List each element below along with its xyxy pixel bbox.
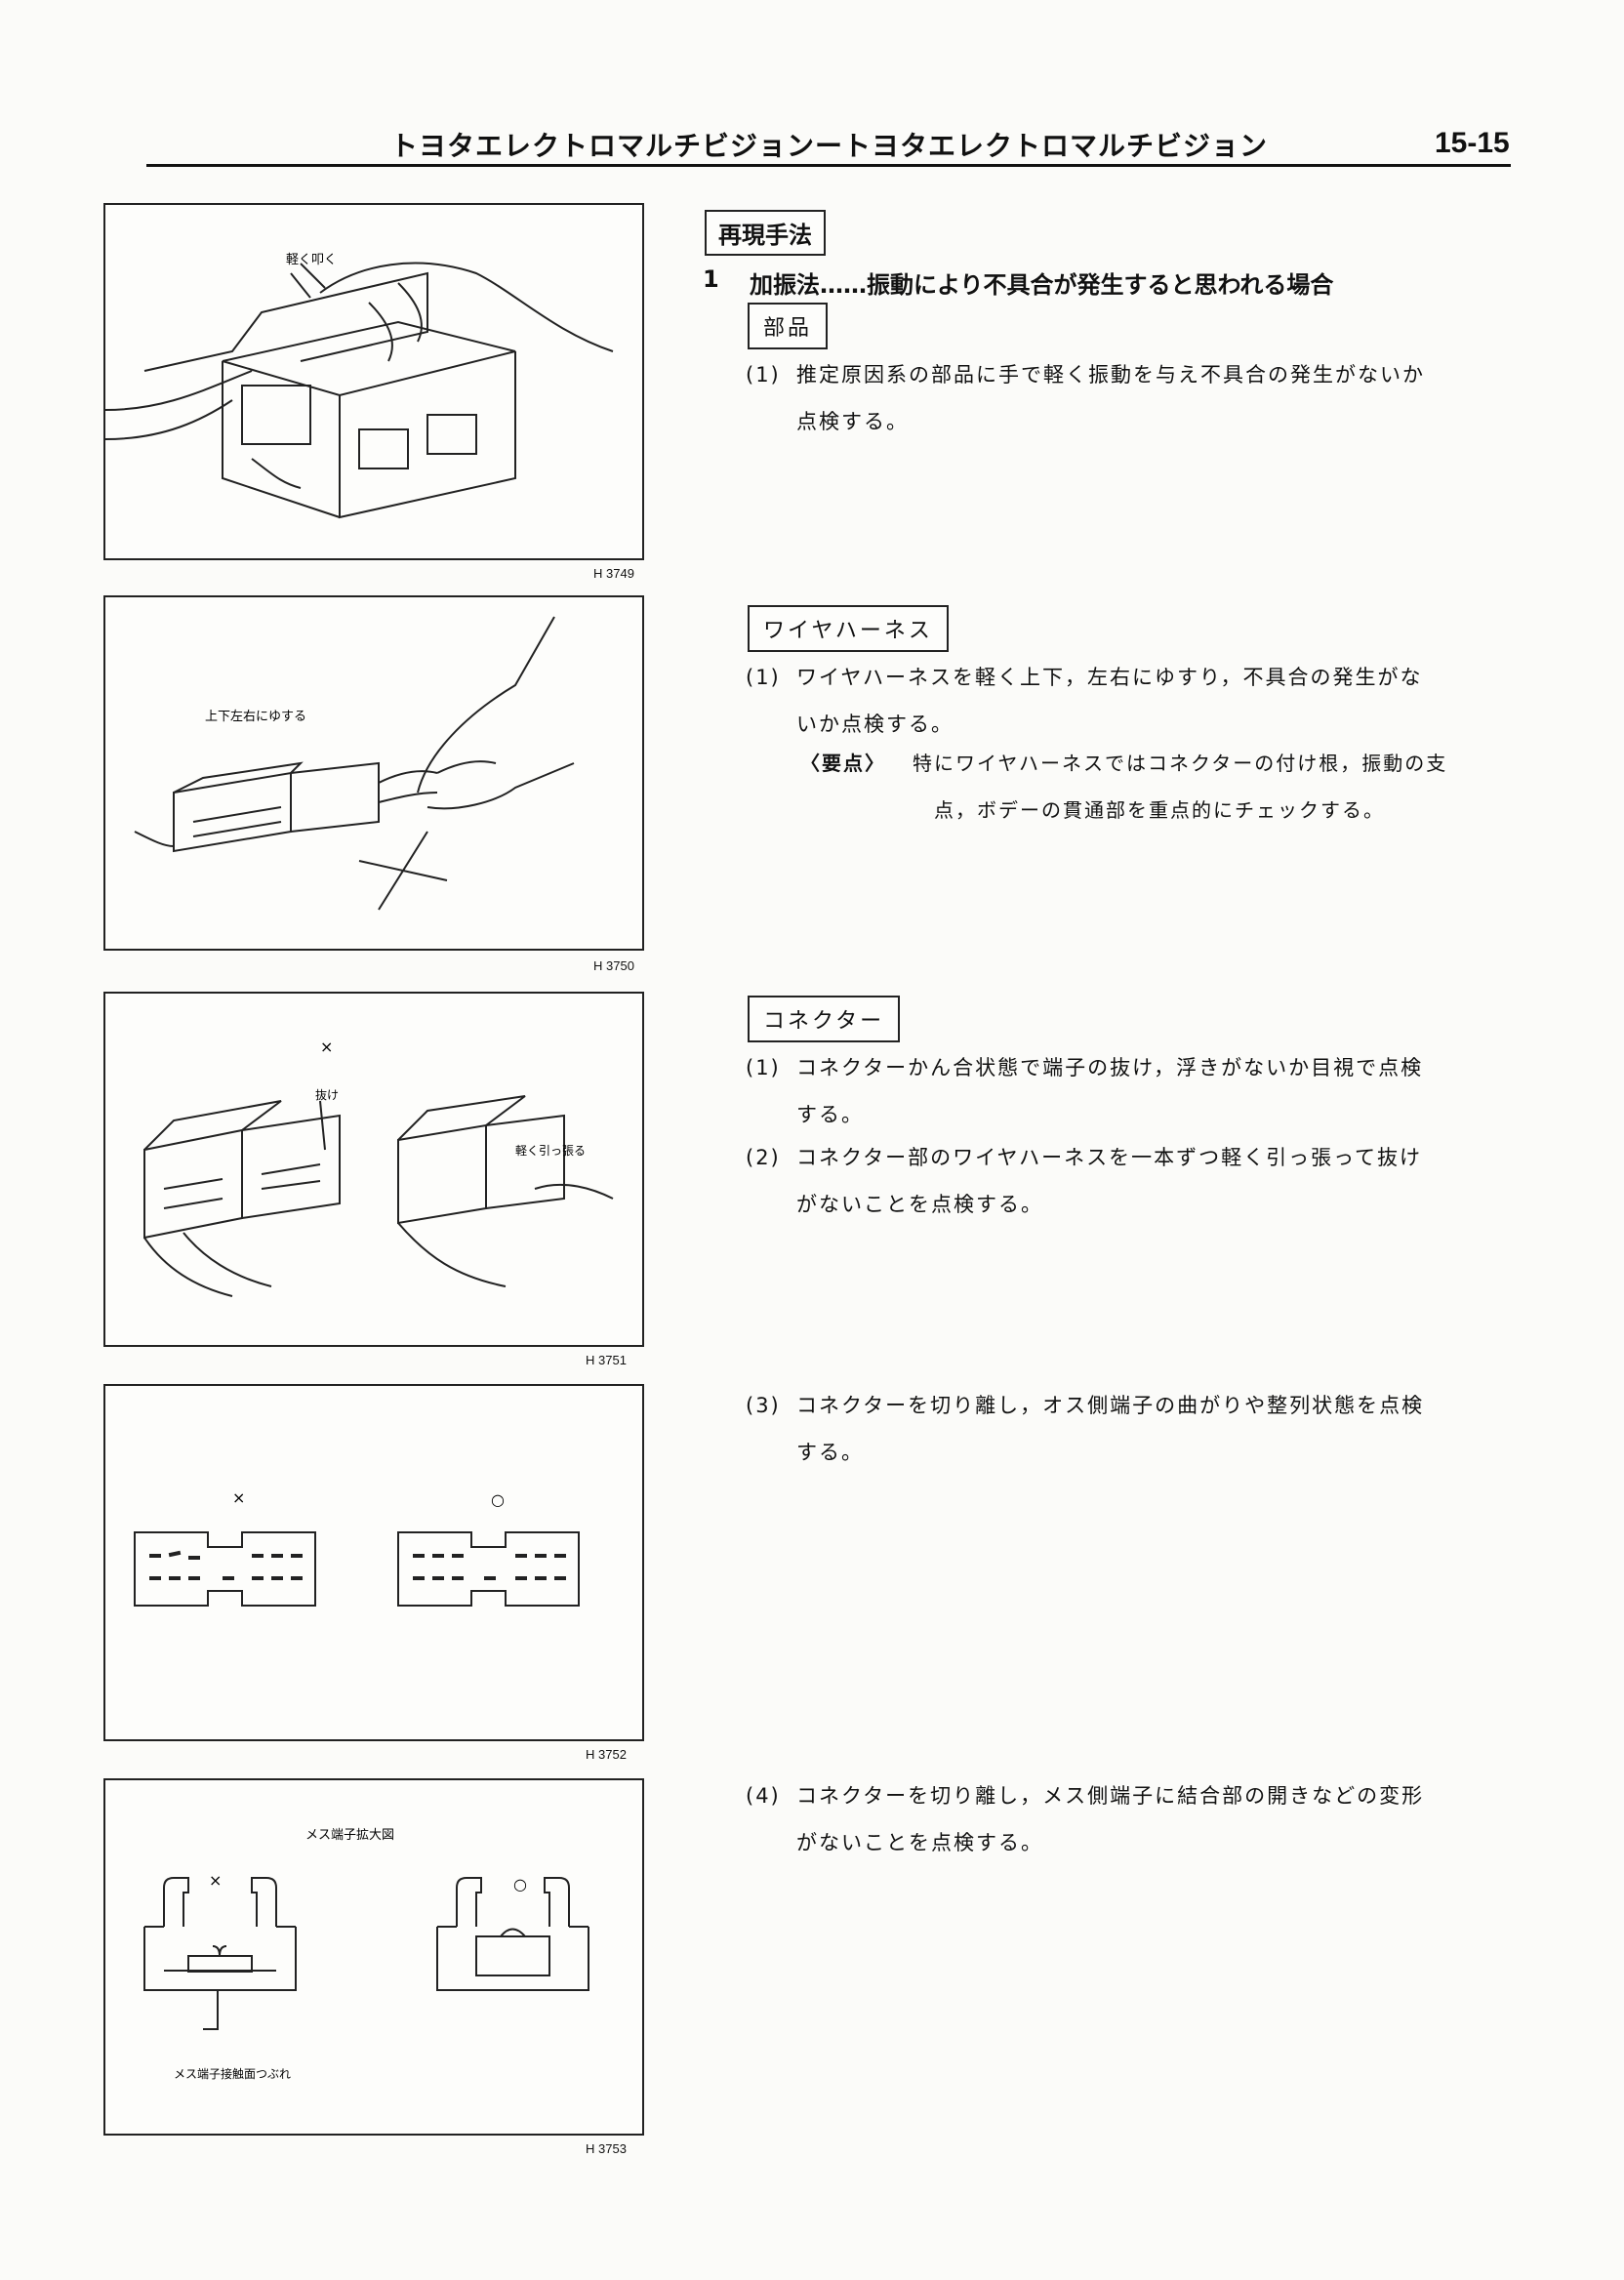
note-text: 特にワイヤハーネスではコネクターの付け根，振動の支 点，ボデーの貫通部を重点的に… [913,740,1518,834]
item-text: ワイヤハーネスを軽く上下，左右にゆすり，不具合の発生がな いか点検する。 [796,654,1624,748]
figure-id: H 3750 [593,958,634,973]
item-line: コネクターを切り離し，オス側端子の曲がりや整列状態を点検 [796,1394,1425,1417]
item-text: 推定原因系の部品に手で軽く振動を与え不具合の発生がないか 点検する。 [796,351,1624,445]
step-number: 1 [703,265,719,293]
item-line: いか点検する。 [796,712,954,736]
parts-heading: 部品 [748,303,829,349]
connector-drawing: × 抜け 軽く引っ張る [143,1038,614,1297]
connector-item-2: (2) コネクター部のワイヤハーネスを一本ずつ軽く引っ張って抜け がないことを点… [746,1134,1624,1232]
item-line: 推定原因系の部品に手で軽く振動を与え不具合の発生がないか [796,363,1425,387]
figure-female-terminal-illustration: メス端子拡大図 × ○ メス端子接触面つぶれ [103,1778,644,2136]
connector-item-4: (4) コネクターを切り離し，メス側端子に結合部の開きなどの変形 がないことを点… [746,1772,1624,1870]
step-title: 加振法……振動により不具合が発生すると思われる場合 [750,271,1334,299]
item-line: する。 [796,1441,864,1464]
shake-drawing: 上下左右にゆする [134,616,575,911]
item-number: (1) [746,666,781,689]
bad-mark: × [232,1488,245,1507]
item-number: (4) [746,1784,781,1808]
harness-heading: ワイヤハーネス [748,605,949,652]
item-number: (2) [746,1146,781,1169]
bad-mark: × [320,1038,333,1056]
note-label: 〈要点〉 [800,752,886,775]
item-line: する。 [796,1103,864,1126]
section-heading: 再現手法 [705,210,826,256]
item-line: 点検する。 [796,410,909,433]
item-line: がないことを点検する。 [796,1831,1043,1854]
item-line: コネクターかん合状態で端子の抜け，浮きがないか目視で点検 [796,1056,1424,1079]
page-number: 15-15 [1435,127,1510,159]
page-header-title: トヨタエレクトロマルチビジョンートヨタエレクトロマルチビジョン [390,130,1269,162]
item-line: がないことを点検する。 [796,1193,1043,1216]
tap-drawing: 軽く叩く [105,253,614,519]
item-line: コネクター部のワイヤハーネスを一本ずつ軽く引っ張って抜け [796,1146,1423,1169]
item-line: コネクターを切り離し，メス側端子に結合部の開きなどの変形 [796,1784,1425,1808]
good-mark: ○ [491,1490,505,1509]
enlarged-view-title: メス端子拡大図 [305,1828,394,1843]
male-terminal-drawing: × ○ [134,1488,580,1607]
harness-note: 〈要点〉 特にワイヤハーネスではコネクターの付け根，振動の支 点，ボデーの貫通部… [800,740,1503,837]
figure-tap-illustration: 軽く叩く [103,203,644,560]
header-rule [146,164,1511,167]
connector-item-1: (1) コネクターかん合状態で端子の抜け，浮きがないか目視で点検 する。 [746,1044,1624,1142]
figure-male-terminal-illustration: × ○ [103,1384,644,1741]
tap-label: 軽く叩く [286,253,337,267]
note-line: 特にワイヤハーネスではコネクターの付け根，振動の支 [913,752,1448,775]
item-text: コネクターかん合状態で端子の抜け，浮きがないか目視で点検 する。 [796,1044,1624,1138]
pulled-label: 抜け [315,1088,339,1102]
figure-id: H 3749 [593,566,634,581]
figure-id: H 3753 [586,2141,627,2156]
item-text: コネクター部のワイヤハーネスを一本ずつ軽く引っ張って抜け がないことを点検する。 [796,1134,1624,1228]
item-line: ワイヤハーネスを軽く上下，左右にゆすり，不具合の発生がな [796,666,1423,689]
crushed-contact-label: メス端子接触面つぶれ [174,2066,291,2081]
figure-id: H 3751 [586,1353,627,1367]
figure-connector-illustration: × 抜け 軽く引っ張る [103,992,644,1347]
figure-shake-illustration: 上下左右にゆする [103,595,644,951]
tug-label: 軽く引っ張る [515,1144,586,1158]
note-line: 点，ボデーの貫通部を重点的にチェックする。 [934,798,1385,822]
item-number: (1) [746,1056,781,1079]
item-number: (3) [746,1394,781,1417]
shake-label: 上下左右にゆする [205,710,306,724]
item-text: コネクターを切り離し，メス側端子に結合部の開きなどの変形 がないことを点検する。 [796,1772,1624,1866]
female-terminal-drawing: メス端子拡大図 × ○ メス端子接触面つぶれ [143,1828,589,2081]
connector-heading: コネクター [748,996,901,1042]
figure-id: H 3752 [586,1747,627,1762]
connector-item-3: (3) コネクターを切り離し，オス側端子の曲がりや整列状態を点検 する。 [746,1382,1624,1480]
parts-item-1: (1) 推定原因系の部品に手で軽く振動を与え不具合の発生がないか 点検する。 [746,351,1624,449]
item-number: (1) [746,363,781,387]
item-text: コネクターを切り離し，オス側端子の曲がりや整列状態を点検 する。 [796,1382,1624,1476]
harness-item-1: (1) ワイヤハーネスを軽く上下，左右にゆすり，不具合の発生がな いか点検する。 [746,654,1624,752]
good-mark: ○ [513,1875,527,1893]
bad-mark: × [209,1871,222,1890]
